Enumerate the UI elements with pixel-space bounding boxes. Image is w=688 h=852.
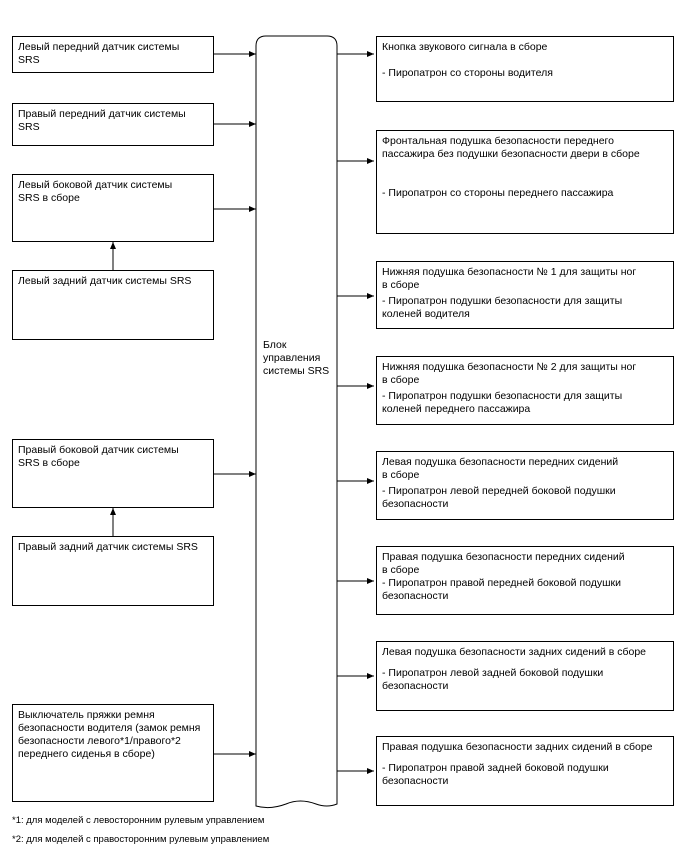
control-unit-block: [255, 35, 338, 809]
box-detail: - Пиропатрон правой передней боковой под…: [382, 577, 622, 589]
box-text: Правый задний датчик системы SRS: [18, 541, 198, 553]
left-rear-seat-airbag-box: Левая подушка безопасности задних сидени…: [376, 641, 674, 711]
right-front-seat-airbag-box: Правая подушка безопасности передних сид…: [376, 546, 674, 615]
box-text: SRS: [18, 121, 40, 133]
box-text: безопасности левого*1/правого*2: [18, 735, 181, 747]
box-title: Левая подушка безопасности передних сиде…: [382, 456, 619, 468]
control-unit-label-line: Блок: [263, 339, 287, 351]
footnote-2: *2: для моделей с правосторонним рулевым…: [12, 834, 270, 845]
right-rear-seat-airbag-box: Правая подушка безопасности задних сиден…: [376, 736, 674, 806]
right-side-sensor-box: Правый боковой датчик системы SRS в сбор…: [12, 439, 214, 508]
box-title: Правая подушка безопасности передних сид…: [382, 551, 625, 563]
box-detail: безопасности: [382, 498, 449, 510]
control-unit-label-line: SRS: [307, 365, 330, 377]
horn-button-box: Кнопка звукового сигнала в сборе - Пироп…: [376, 36, 674, 102]
knee-airbag-2-box: Нижняя подушка безопасности № 2 для защи…: [376, 356, 674, 425]
box-detail: коленей водителя: [382, 308, 470, 320]
box-detail: - Пиропатрон со стороны переднего пассаж…: [382, 187, 614, 199]
box-text: переднего сиденья в сборе): [18, 748, 155, 760]
box-detail: безопасности: [382, 590, 449, 602]
box-detail: - Пиропатрон левой передней боковой поду…: [382, 485, 616, 497]
box-detail: - Пиропатрон подушки безопасности для за…: [382, 390, 623, 402]
box-text: Левый задний датчик системы SRS: [18, 275, 192, 287]
knee-airbag-1-box: Нижняя подушка безопасности № 1 для защи…: [376, 261, 674, 329]
box-text: SRS в сборе: [18, 192, 80, 204]
box-title: Фронтальная подушка безопасности передне…: [382, 135, 614, 147]
box-title: пассажира без подушки безопасности двери…: [382, 148, 640, 160]
control-unit-label-line: управления: [263, 352, 321, 364]
box-detail: коленей переднего пассажира: [382, 403, 531, 415]
left-side-sensor-box: Левый боковой датчик системы SRS в сборе: [12, 174, 214, 242]
box-detail: - Пиропатрон со стороны водителя: [382, 67, 553, 79]
box-text: Левый передний датчик системы: [18, 41, 180, 53]
box-text: Выключатель пряжки ремня: [18, 709, 155, 721]
box-title: в сборе: [382, 469, 420, 481]
box-detail: безопасности: [382, 680, 449, 692]
box-title: Правая подушка безопасности задних сиден…: [382, 741, 653, 753]
left-front-seat-airbag-box: Левая подушка безопасности передних сиде…: [376, 451, 674, 520]
box-title: Левая подушка безопасности задних сидени…: [382, 646, 647, 658]
box-text: Правый передний датчик системы: [18, 108, 186, 120]
box-title: Нижняя подушка безопасности № 1 для защи…: [382, 266, 637, 278]
buckle-switch-box: Выключатель пряжки ремня безопасности во…: [12, 704, 214, 802]
box-text: Левый боковой датчик системы: [18, 179, 173, 191]
box-detail: - Пиропатрон левой задней боковой подушк…: [382, 667, 604, 679]
box-title: в сборе: [382, 564, 420, 576]
box-text: SRS в сборе: [18, 457, 80, 469]
footnote-1: *1: для моделей с левосторонним рулевым …: [12, 815, 265, 826]
box-title: Нижняя подушка безопасности № 2 для защи…: [382, 361, 637, 373]
box-title: Кнопка звукового сигнала в сборе: [382, 41, 548, 53]
right-rear-sensor-box: Правый задний датчик системы SRS: [12, 536, 214, 606]
box-title: в сборе: [382, 374, 420, 386]
box-text: Правый боковой датчик системы: [18, 444, 179, 456]
box-detail: безопасности: [382, 775, 449, 787]
box-text: безопасности водителя (замок ремня: [18, 722, 201, 734]
left-front-sensor-box: Левый передний датчик системы SRS: [12, 36, 214, 73]
left-rear-sensor-box: Левый задний датчик системы SRS: [12, 270, 214, 340]
box-detail: - Пиропатрон правой задней боковой подуш…: [382, 762, 609, 774]
front-passenger-airbag-box: Фронтальная подушка безопасности передне…: [376, 130, 674, 234]
control-unit-label: Блок управления системы SRS: [263, 339, 333, 378]
box-title: в сборе: [382, 279, 420, 291]
box-text: SRS: [18, 54, 40, 66]
right-front-sensor-box: Правый передний датчик системы SRS: [12, 103, 214, 146]
box-detail: - Пиропатрон подушки безопасности для за…: [382, 295, 623, 307]
control-unit-label-line: системы: [263, 365, 305, 377]
